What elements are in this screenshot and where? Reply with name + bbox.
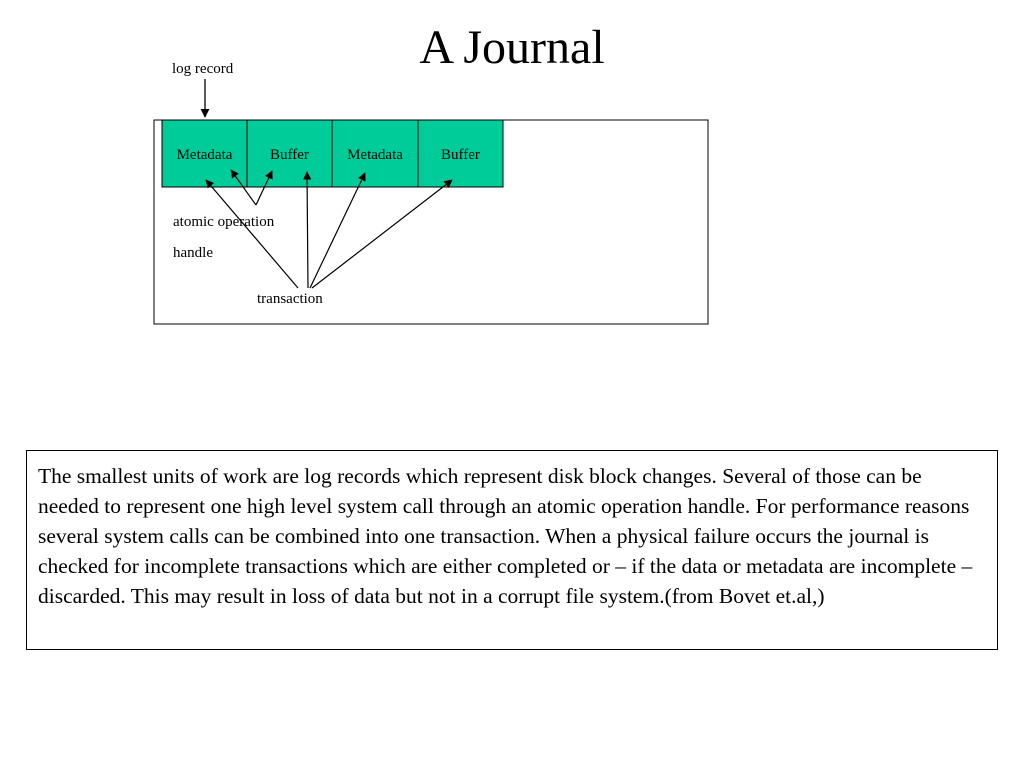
log-block: Metadata [161,119,248,188]
transaction-arrow-4 [311,179,453,289]
journal-diagram: log record Metadata Buffer Metadata Buff… [153,61,709,325]
transaction-arrow-2 [302,171,312,289]
handle-arrow-to-metadata [230,169,257,206]
log-block-label: Buffer [441,147,480,163]
log-block: Buffer [246,119,333,188]
log-block-label: Metadata [177,147,233,163]
log-block: Metadata [331,119,419,188]
transaction-arrow-1 [205,179,299,289]
atomic-operation-label: atomic operation [173,214,275,230]
slide-title: A Journal [419,21,605,74]
log-record-label: log record [172,61,234,77]
transaction-label: transaction [257,291,323,307]
log-block: Buffer [417,119,504,188]
transaction-arrow-3 [309,172,366,289]
log-block-rect [417,119,504,188]
log-block-rect [246,119,333,188]
log-block-label: Buffer [270,147,309,163]
description-text: The smallest units of work are log recor… [26,450,998,650]
handle-label: handle [173,245,213,261]
handle-arrow-to-buffer [255,170,273,206]
log-block-label: Metadata [347,147,403,163]
log-block-rect [331,119,419,188]
